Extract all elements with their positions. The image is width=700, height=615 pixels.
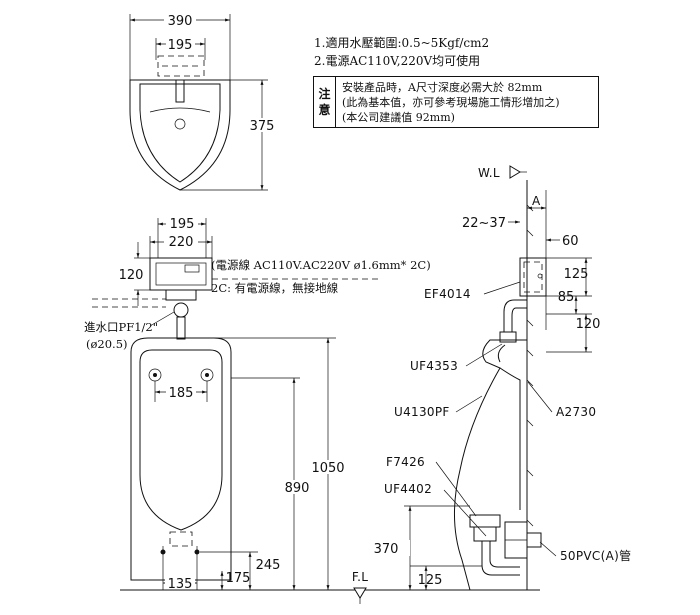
part-50pvc: 50PVC(A)管 (560, 548, 631, 563)
part-a2730: A2730 (556, 405, 596, 419)
front-view: 195 220 120 (電源線 AC110V.AC220V ø1.6mm* 2… (84, 216, 540, 604)
part-f7426: F7426 (386, 455, 425, 469)
power-note: (電源線 AC110V.AC220V ø1.6mm* 2C) (211, 258, 431, 272)
dim-85: 85 (558, 290, 575, 305)
caution-label: 注意 (314, 77, 336, 127)
dim-60: 60 (562, 234, 579, 249)
dim-1050: 1050 (311, 461, 344, 476)
caution-box: 注意 安裝產品時，A尺寸深度必需大於 82mm (此為基本值，亦可參考現場施工情… (313, 76, 599, 128)
part-ef4014: EF4014 (424, 287, 471, 301)
caution-text: 安裝產品時，A尺寸深度必需大於 82mm (此為基本值，亦可參考現場施工情形增加… (342, 80, 560, 125)
dim-370: 370 (374, 542, 399, 557)
dim-120-side: 120 (576, 317, 601, 332)
wall-label: W.L (478, 166, 500, 180)
dim-a: A (532, 194, 541, 208)
caution-line-3: (本公司建議值 92mm) (342, 111, 455, 124)
power-note-2: 2C: 有電源線，無接地線 (211, 281, 339, 295)
dim-135: 135 (168, 577, 193, 592)
part-uf4353: UF4353 (410, 359, 458, 373)
top-view: 390 195 375 (129, 12, 276, 191)
part-uf4402: UF4402 (384, 482, 432, 496)
note-line-2: 2.電源AC110V,220V均可使用 (314, 54, 481, 68)
caution-line-1: 安裝產品時，A尺寸深度必需大於 82mm (342, 81, 543, 94)
dim-125-bottom: 125 (418, 573, 443, 588)
dim-195-top: 195 (168, 38, 193, 53)
floor-triangle (353, 587, 367, 599)
inlet-diameter: (ø20.5) (86, 337, 128, 351)
dim-22-37: 22~37 (462, 216, 506, 231)
side-view: W.L A 22~37 60 125 85 (360, 165, 631, 591)
dim-890: 890 (285, 481, 310, 496)
dim-120-front: 120 (119, 268, 144, 283)
dim-195-front: 195 (170, 217, 195, 232)
dim-125-side: 125 (564, 267, 589, 282)
dim-220: 220 (169, 235, 194, 250)
floor-label: F.L (352, 570, 368, 584)
dim-175: 175 (226, 571, 251, 586)
dim-375: 375 (250, 119, 275, 134)
dim-390: 390 (168, 14, 193, 29)
note-line-1: 1.適用水壓範圍:0.5~5Kgf/cm2 (314, 36, 490, 50)
dim-185: 185 (169, 386, 194, 401)
dim-245: 245 (256, 558, 281, 573)
part-u4130pf: U4130PF (394, 405, 450, 419)
inlet-label: 進水口PF1/2" (84, 320, 158, 334)
caution-line-2: (此為基本值，亦可參考現場施工情形增加之) (342, 96, 560, 109)
